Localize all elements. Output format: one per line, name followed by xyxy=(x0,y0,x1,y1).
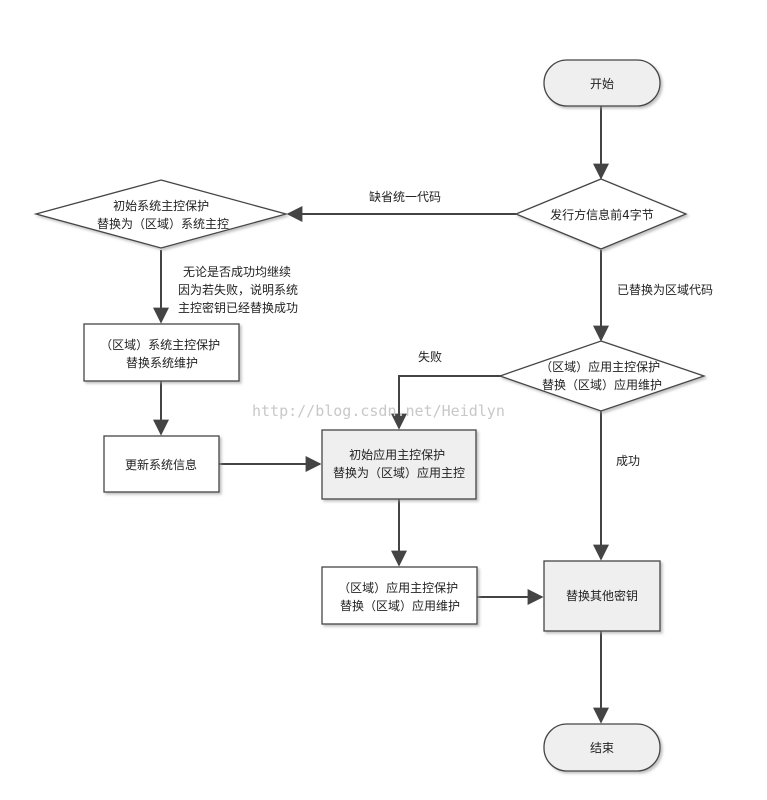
region-app-check-decision xyxy=(498,340,707,412)
issuer-check-label: 发行方信息前4字节 xyxy=(550,207,654,222)
region-app-protect-label: （区域）应用主控保护 替换（区域）应用维护 xyxy=(338,580,462,613)
end-label: 结束 xyxy=(590,741,614,755)
issuer-check-decision xyxy=(514,178,688,250)
watermark-text: http://blog.csdn.net/Heidlyn xyxy=(252,402,505,420)
edge-label-replaced-region: 已替换为区域代码 xyxy=(617,283,713,297)
init-sys-decision xyxy=(33,179,289,249)
edge-label-success: 成功 xyxy=(616,454,640,468)
init-sys-label: 初始系统主控保护 替换为（区域）系统主控 xyxy=(97,199,229,231)
edge-region-app-check-to-init-app xyxy=(391,375,502,430)
region-app-protect-box xyxy=(321,566,478,625)
edge-label-fail: 失败 xyxy=(418,349,442,364)
init-app-replace-box xyxy=(321,429,477,500)
init-app-replace-label: 初始应用主控保护 替换为（区域）应用主控 xyxy=(333,447,465,480)
start-label: 开始 xyxy=(590,77,614,91)
nodes xyxy=(33,59,707,772)
update-sys-info-box xyxy=(103,435,220,493)
replace-other-keys-box xyxy=(543,560,661,632)
end-terminal xyxy=(543,723,661,772)
edge-label-continue-note: 无论是否成功均继续 因为若失败，说明系统 主控密钥已经替换成功 xyxy=(178,265,302,315)
start-terminal xyxy=(543,59,661,107)
edge-label-default-code: 缺省统一代码 xyxy=(369,189,441,204)
region-sys-protect-label: （区域）系统主控保护 替换系统维护 xyxy=(100,338,224,370)
region-app-check-label: （区域）应用主控保护 替换（区域）应用维护 xyxy=(540,359,664,392)
edges xyxy=(153,106,609,724)
replace-other-keys-label: 替换其他密钥 xyxy=(566,588,638,603)
region-sys-protect-box xyxy=(83,323,240,382)
update-sys-info-label: 更新系统信息 xyxy=(125,457,197,472)
